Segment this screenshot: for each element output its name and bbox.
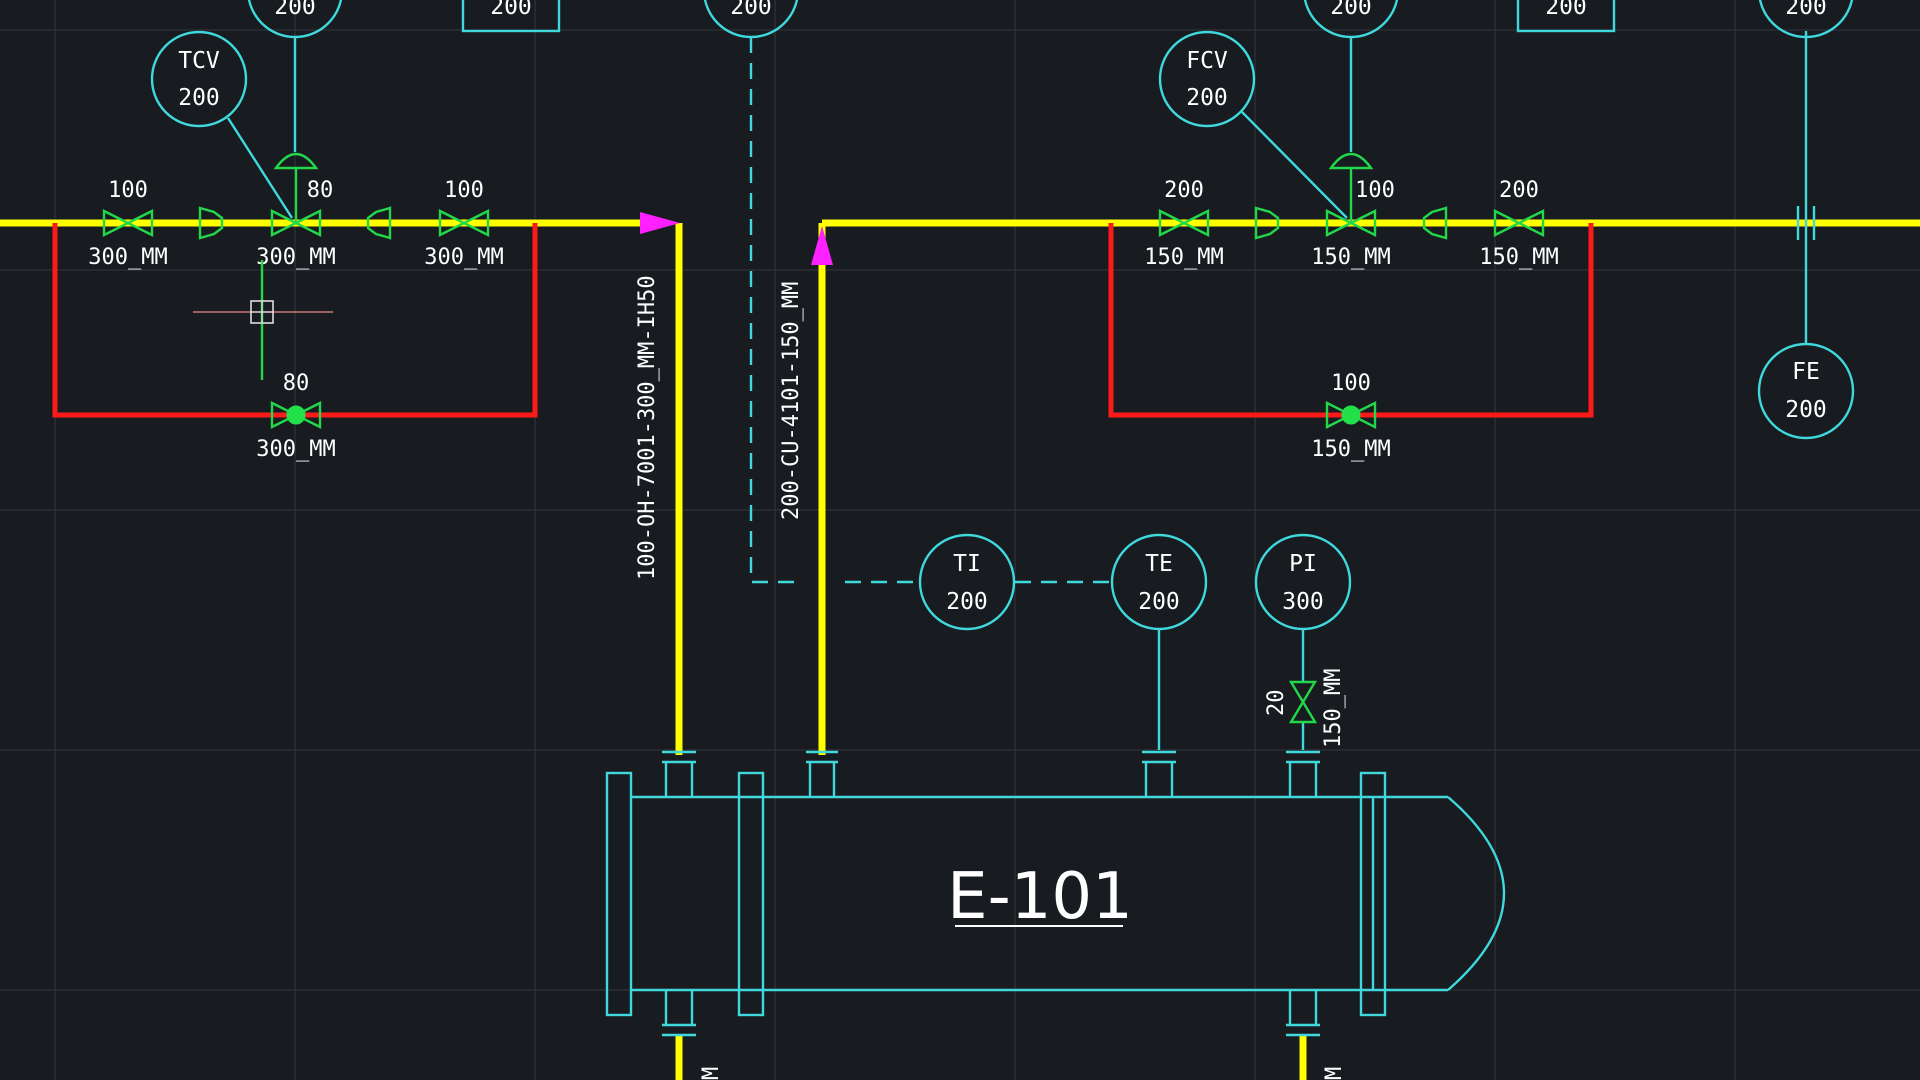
- fcv-number: 200: [1186, 85, 1228, 111]
- ti-number: 200: [946, 589, 988, 615]
- pi-valve-size: 20: [1264, 690, 1289, 717]
- te-number: 200: [1138, 589, 1180, 615]
- instrument-fcv[interactable]: FCV 200: [1158, 30, 1348, 219]
- control-valve-tcv[interactable]: 80 300_MM: [256, 152, 336, 270]
- valve-r3-spec: 150_MM: [1479, 245, 1558, 270]
- pi-tag: PI: [1289, 551, 1317, 577]
- gate-valve-l3[interactable]: 100 300_MM: [424, 178, 503, 270]
- valve-r2-spec: 150_MM: [1311, 245, 1390, 270]
- orifice-flanges: [1796, 31, 1816, 343]
- equipment-tag: E-101: [947, 860, 1133, 934]
- top-instrument-5-number: 200: [1545, 0, 1587, 20]
- top-instrument-2[interactable]: 200: [461, 0, 561, 33]
- reducer-r2: [1422, 206, 1448, 240]
- valve-lbypass-spec: 300_MM: [256, 437, 335, 462]
- valve-r2-size: 100: [1355, 178, 1395, 203]
- outlet-label-right-cut: M: [1322, 1067, 1347, 1080]
- instrument-te[interactable]: TE 200: [1110, 533, 1208, 750]
- top-instrument-3[interactable]: 200: [703, 0, 799, 39]
- heat-exchanger-e101[interactable]: E-101: [605, 750, 1506, 1037]
- gate-valve-r1[interactable]: 200 150_MM: [1144, 178, 1223, 270]
- tcv-number: 200: [178, 85, 220, 111]
- valve-r1-size: 200: [1164, 178, 1204, 203]
- valve-l2-spec: 300_MM: [256, 245, 335, 270]
- valve-l1-size: 100: [108, 178, 148, 203]
- pi-valve-spec: 150_MM: [1321, 669, 1346, 748]
- top-instrument-4[interactable]: 200: [1303, 0, 1399, 152]
- instrument-ti[interactable]: TI 200: [918, 533, 1016, 631]
- line-number-right: 200-CU-4101-150_MM: [779, 282, 804, 520]
- top-instrument-3-number: 200: [730, 0, 772, 20]
- valve-l3-size: 100: [444, 178, 484, 203]
- reducer-r1: [1254, 206, 1280, 240]
- te-tag: TE: [1145, 551, 1173, 577]
- instrument-tcv[interactable]: TCV 200: [150, 30, 294, 219]
- pi-root-valve[interactable]: 20 150_MM: [1264, 669, 1346, 748]
- top-instrument-4-number: 200: [1330, 0, 1372, 20]
- ti-tag: TI: [953, 551, 981, 577]
- top-instrument-1-number: 200: [274, 0, 316, 20]
- fe-number: 200: [1785, 397, 1827, 423]
- signal-line-dashed: [749, 37, 1110, 584]
- valve-l1-spec: 300_MM: [88, 245, 167, 270]
- gate-valve-r3[interactable]: 200 150_MM: [1479, 178, 1558, 270]
- reducer-l1: [198, 206, 224, 240]
- valve-l2-size: 80: [307, 178, 334, 203]
- valve-lbypass-size: 80: [283, 371, 310, 396]
- top-instrument-1[interactable]: 200: [247, 0, 343, 152]
- reducer-l2: [366, 206, 392, 240]
- globe-valve-bypass-left[interactable]: 80 300_MM: [256, 371, 335, 462]
- flow-arrow-left: [640, 212, 680, 234]
- cad-crosshair-cursor: [193, 300, 333, 324]
- valve-r1-spec: 150_MM: [1144, 245, 1223, 270]
- line-number-left: 100-OH-7001-300_MM-IH50: [635, 275, 660, 580]
- fe-tag: FE: [1792, 359, 1820, 385]
- tcv-tag: TCV: [178, 48, 220, 74]
- flow-arrow-right: [811, 226, 833, 265]
- process-line-right[interactable]: [818, 219, 1920, 755]
- valve-r3-size: 200: [1499, 178, 1539, 203]
- gate-valve-l1[interactable]: 100 300_MM: [88, 178, 167, 270]
- process-line-left[interactable]: [0, 219, 683, 755]
- instrument-pi[interactable]: PI 300: [1254, 533, 1352, 750]
- globe-valve-bypass-right[interactable]: 100 150_MM: [1311, 371, 1390, 462]
- top-instrument-6-number: 200: [1785, 0, 1827, 20]
- pi-number: 300: [1282, 589, 1324, 615]
- instrument-fe[interactable]: FE 200: [1757, 342, 1855, 440]
- valve-l3-spec: 300_MM: [424, 245, 503, 270]
- control-valve-fcv[interactable]: 100 150_MM: [1311, 152, 1395, 270]
- outlet-label-left-cut: M: [699, 1067, 724, 1080]
- valve-rbypass-spec: 150_MM: [1311, 437, 1390, 462]
- fcv-tag: FCV: [1186, 48, 1228, 74]
- top-instrument-5[interactable]: 200: [1516, 0, 1616, 33]
- top-instrument-2-number: 200: [490, 0, 532, 20]
- valve-rbypass-size: 100: [1331, 371, 1371, 396]
